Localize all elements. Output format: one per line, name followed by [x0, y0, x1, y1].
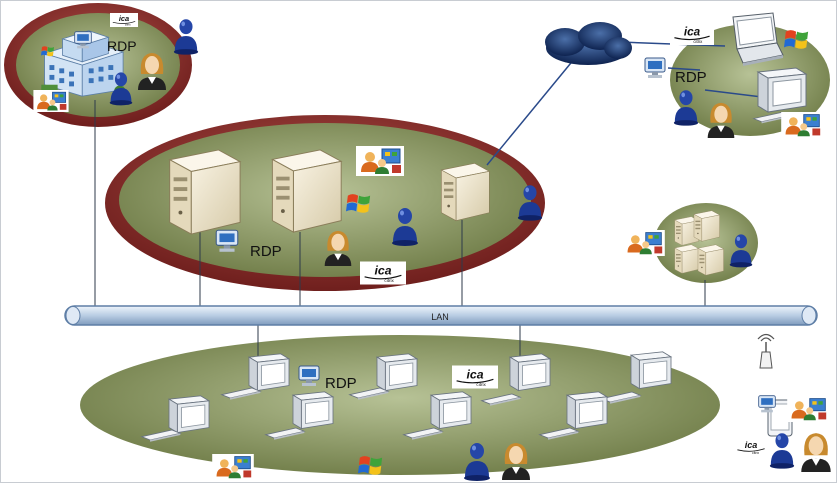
rdp-monitor-icon	[644, 57, 666, 79]
citrix-ica-icon	[110, 12, 138, 28]
desktop-computer-icon	[376, 353, 418, 391]
rdp-label: RDP	[325, 375, 357, 392]
desktop-computer-icon	[248, 353, 290, 391]
rdp-label: RDP	[250, 243, 282, 260]
internet-cloud-icon	[545, 22, 632, 65]
desktop-computer-icon	[168, 395, 210, 433]
connection-lines	[94, 100, 706, 360]
desktop-computer-icon	[630, 351, 672, 389]
server-cluster-icon	[697, 244, 724, 276]
rdp-label: RDP	[107, 38, 137, 54]
rdp-monitor-icon	[298, 365, 320, 387]
apps-users-icon	[780, 112, 824, 138]
apps-users-icon	[33, 90, 69, 112]
desktop-computer-icon	[566, 391, 608, 429]
lan-clients-zone	[80, 335, 720, 475]
apps-users-icon	[211, 454, 255, 480]
server-tower-icon	[440, 162, 490, 222]
desktop-computer-icon	[757, 67, 807, 113]
apps-users-icon	[356, 146, 404, 176]
citrix-ica-icon	[452, 364, 498, 390]
citrix-ica-icon	[734, 437, 768, 457]
server-tower-icon	[271, 149, 342, 233]
desktop-computer-icon	[509, 353, 551, 391]
lan-label: LAN	[431, 312, 449, 322]
rdp-label: RDP	[675, 69, 707, 86]
desktop-computer-icon	[292, 391, 334, 429]
lan-backbone	[64, 305, 818, 326]
apps-users-icon	[622, 230, 666, 256]
rdp-monitor-icon	[758, 395, 776, 413]
server-tower-icon	[169, 149, 241, 235]
server-cluster-icon	[674, 244, 699, 274]
desktop-computer-icon	[430, 391, 472, 429]
apps-users-icon	[786, 396, 830, 422]
server-cluster-icon	[693, 210, 720, 242]
citrix-ica-icon	[360, 260, 406, 286]
citrix-ica-icon	[670, 22, 714, 46]
